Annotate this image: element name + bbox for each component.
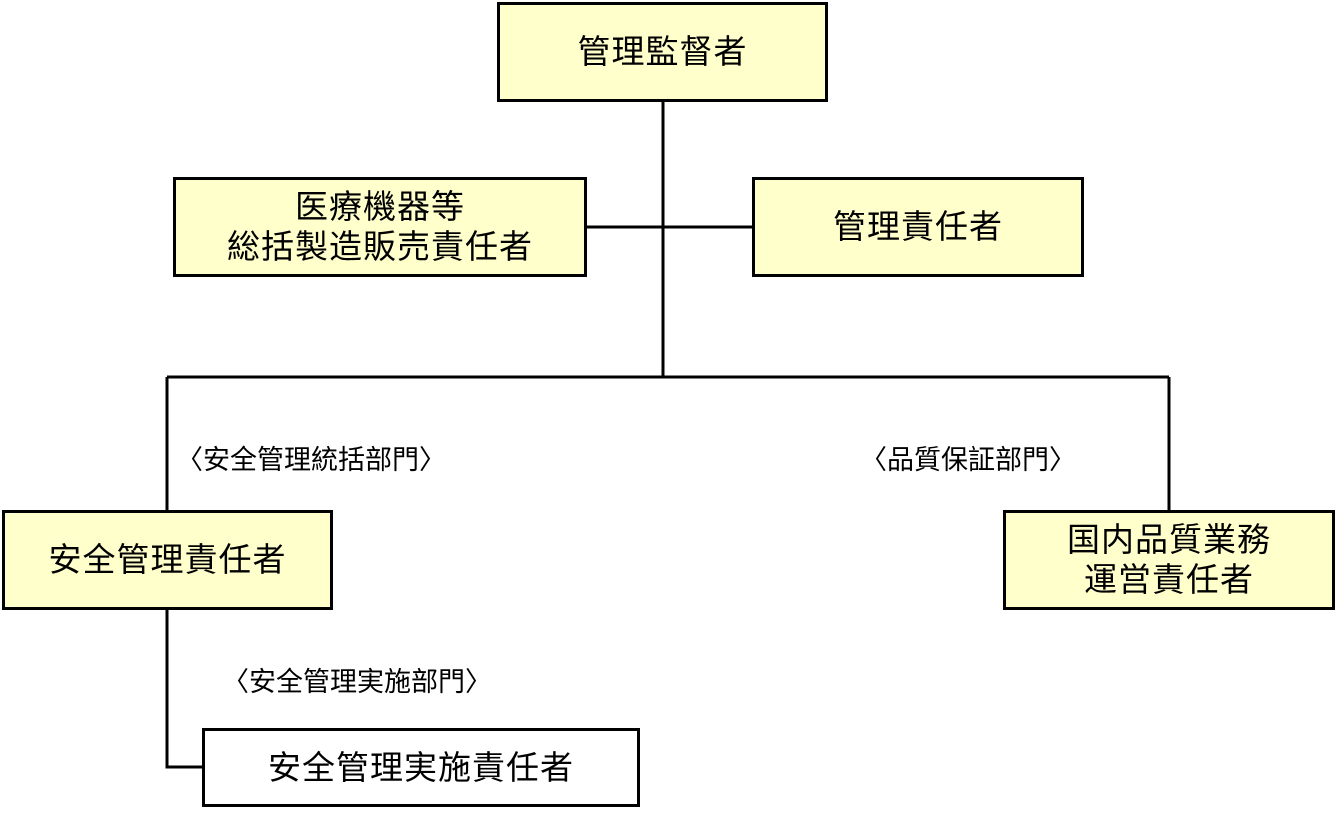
management-supervisor-box: 管理監督者 [497,2,828,102]
management-supervisor-label: 管理監督者 [577,32,748,71]
quality-assurance-department-label: 〈品質保証部門〉 [860,445,1076,476]
implementation-connector-line [165,608,203,769]
safety-implementation-officer-box: 安全管理実施責任者 [202,728,640,807]
management-officer-box: 管理責任者 [752,177,1084,277]
domestic-quality-officer-line2: 運営責任者 [1084,560,1254,599]
safety-implementation-department-label: 〈安全管理実施部門〉 [222,667,492,698]
safety-management-officer-label: 安全管理責任者 [48,540,287,579]
general-manufacturer-supervisor-line1: 医療機器等 [295,187,465,226]
safety-management-officer-box: 安全管理責任者 [2,510,333,610]
safety-implementation-officer-label: 安全管理実施責任者 [268,747,574,787]
safety-general-department-label: 〈安全管理統括部門〉 [176,445,446,476]
management-officer-label: 管理責任者 [833,207,1003,246]
domestic-quality-officer-box: 国内品質業務 運営責任者 [1003,510,1335,610]
domestic-quality-officer-line1: 国内品質業務 [1067,520,1271,559]
general-manufacturer-supervisor-box: 医療機器等 総括製造販売責任者 [173,177,587,277]
general-manufacturer-supervisor-line2: 総括製造販売責任者 [227,227,533,266]
